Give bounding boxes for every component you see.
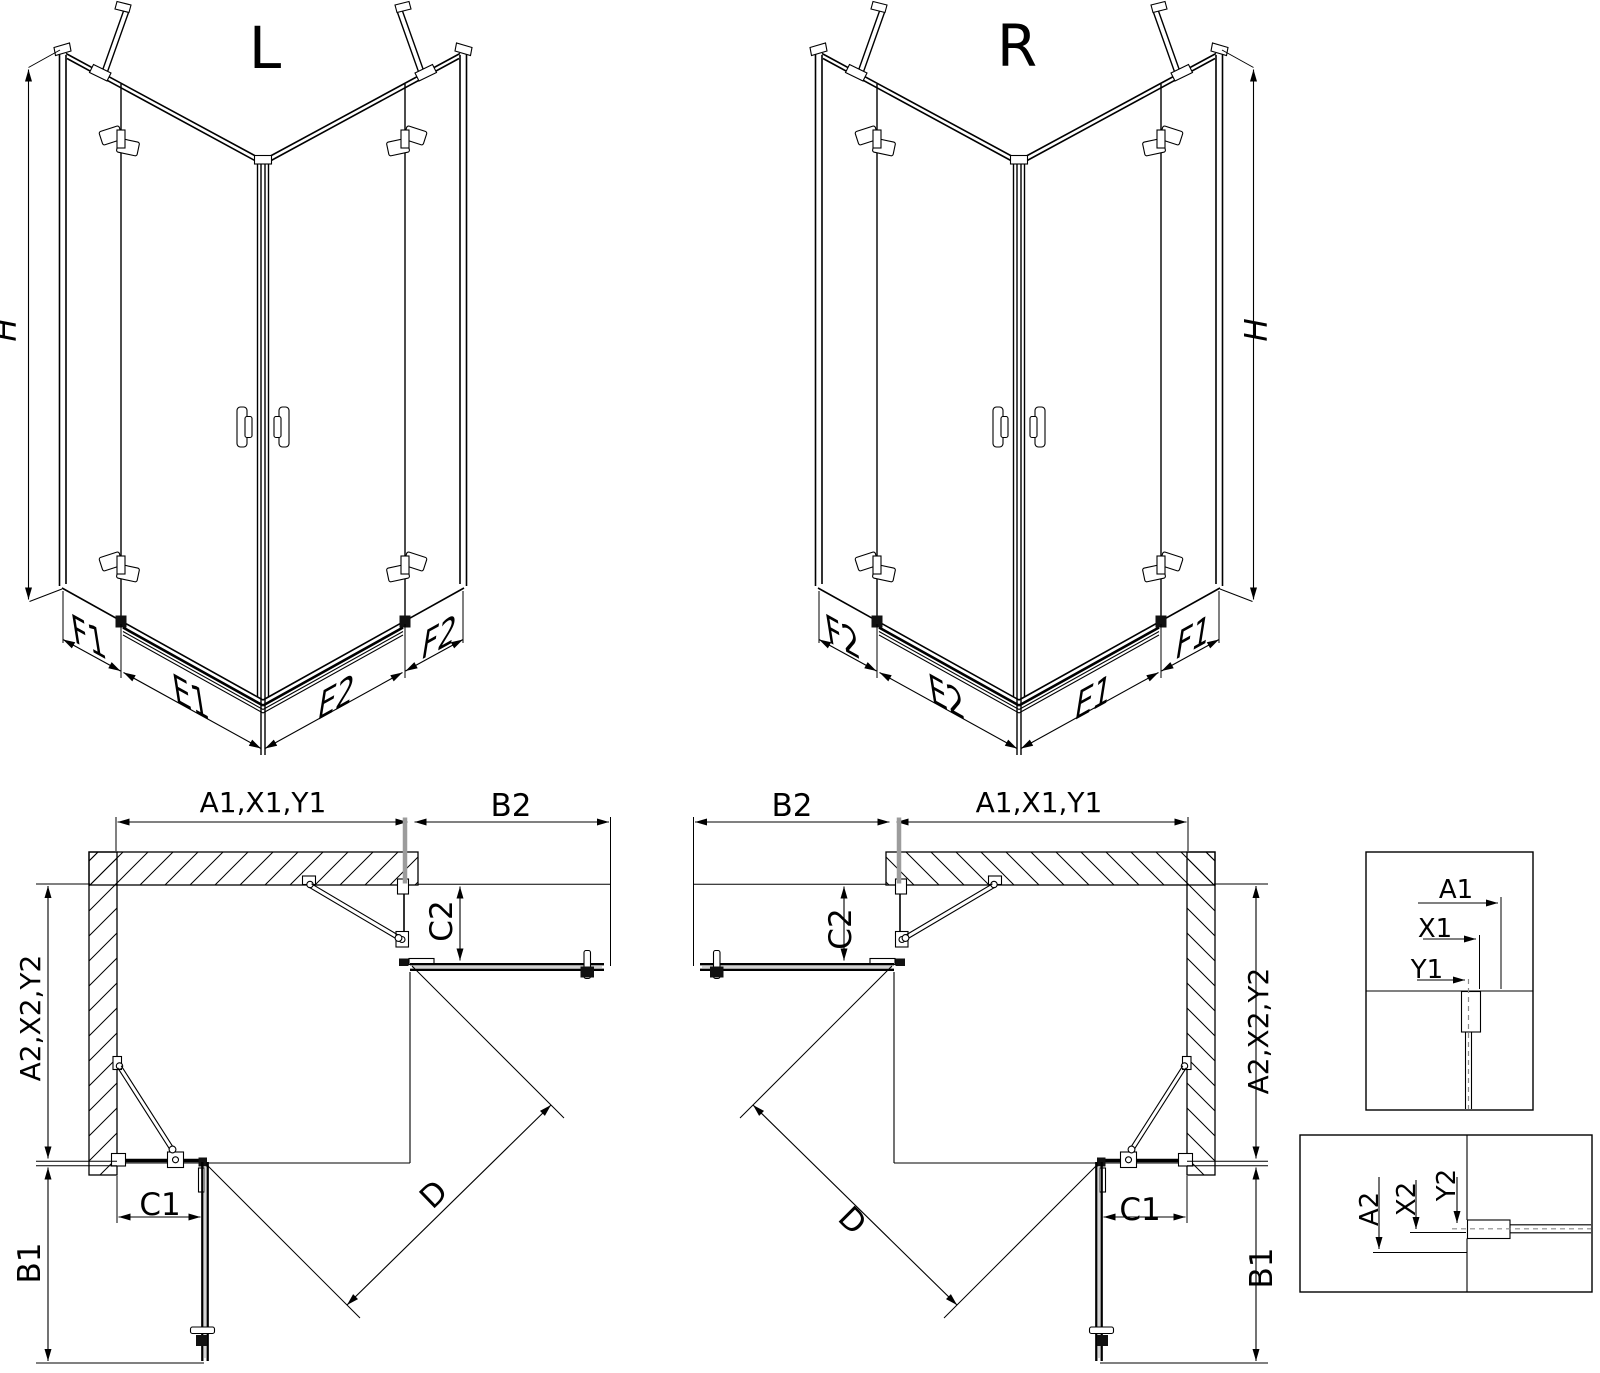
plan-r-dim-c2: C2 [823,908,859,949]
dim-f1-right: F1 [1172,604,1213,670]
detail-dim-y2: Y2 [1432,1169,1462,1202]
plan-l-dim-d: D [413,1174,455,1216]
plan-l-dim-b1: B1 [12,1243,48,1284]
labels: L R H H F1 E1 E2 F2 F2 E2 E1 F1 A1,X1,Y1… [0,12,1473,1289]
dim-f1-left: F1 [68,604,109,670]
view-label-right: R [997,12,1037,80]
perspective-view-left [25,2,473,755]
plan-l-dim-c1: C1 [139,1187,180,1223]
view-label-left: L [249,14,281,82]
detail-dim-x1: X1 [1418,914,1452,944]
detail-dim-x2: X2 [1392,1182,1422,1216]
detail-dim-a1: A1 [1439,875,1473,905]
dim-h-left: H [0,318,24,341]
dim-f2-left: F2 [418,604,459,670]
plan-r-dim-top: A1,X1,Y1 [976,786,1103,819]
plan-l-dim-c2: C2 [424,900,460,941]
detail-box-top [1365,851,1534,1111]
plan-r-dim-b2: B2 [772,788,813,824]
detail-dim-a2: A2 [1355,1192,1385,1226]
plan-l-dim-top: A1,X1,Y1 [200,786,327,819]
plan-r-dim-b1: B1 [1244,1248,1280,1289]
dim-f2-right: F2 [822,604,863,670]
detail-dim-y1: Y1 [1410,955,1443,985]
detail-box-bottom [1299,1134,1593,1293]
plan-r-dim-d: D [831,1200,873,1242]
plan-r-dim-c1: C1 [1119,1192,1160,1228]
dim-h-right: H [1239,318,1275,341]
plan-r-dim-right: A2,X2,Y2 [1242,968,1275,1095]
plan-view-right [694,817,1269,1363]
plan-view-left [36,817,611,1364]
plan-l-dim-b2: B2 [491,788,532,824]
plan-l-dim-left: A2,X2,Y2 [14,955,47,1082]
